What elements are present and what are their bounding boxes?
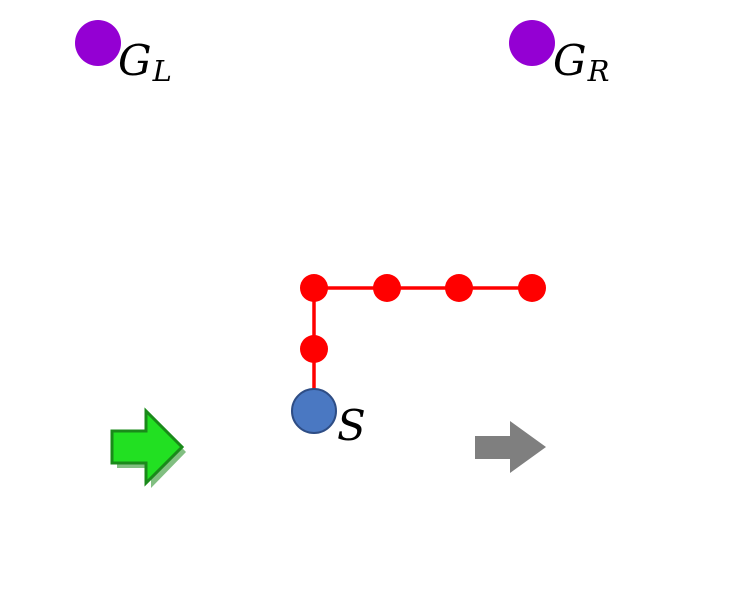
goal-left-dot-icon [75, 20, 121, 66]
goal-right: GR [509, 20, 609, 88]
start-label: S [337, 401, 366, 450]
path-node-dot-icon [300, 335, 328, 363]
gray-arrow-body [475, 421, 546, 473]
goal-right-label: GR [553, 36, 609, 88]
goal-left: GL [75, 20, 172, 88]
path-node-dot-icon [300, 274, 328, 302]
green-arrow-right-icon [110, 407, 186, 488]
goal-left-label: GL [118, 36, 172, 88]
path-node-dot-icon [445, 274, 473, 302]
path [300, 274, 546, 411]
goal-right-dot-icon [509, 20, 555, 66]
path-node-dot-icon [373, 274, 401, 302]
start-dot-icon [291, 388, 337, 434]
goal-right-label-subscript: R [587, 54, 610, 88]
goal-right-label-main: G [553, 36, 587, 85]
green-arrow-body [110, 407, 185, 487]
path-node-dot-icon [518, 274, 546, 302]
gray-arrow-right-icon [475, 421, 546, 473]
goal-left-label-main: G [118, 36, 152, 85]
start: S [291, 388, 366, 450]
goal-left-label-subscript: L [152, 54, 172, 88]
